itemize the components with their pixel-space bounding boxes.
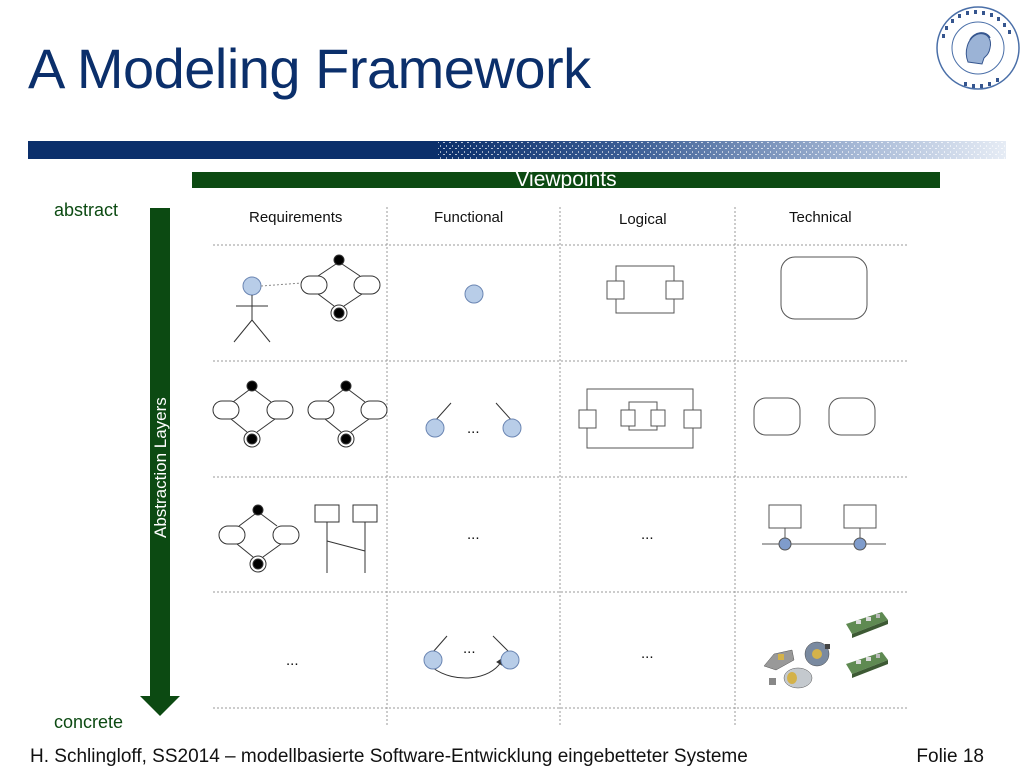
slide-number: Folie 18 [916,746,984,767]
column-header-logical: Logical [619,211,667,228]
ellipsis-functional-row3: ... [467,526,480,543]
concrete-label: concrete [54,712,124,732]
abstraction-arrow [140,208,180,716]
logical-composite [578,388,702,449]
ellipsis-functional-row2: ... [467,420,480,437]
ellipsis-requirements-row4: ... [286,652,299,669]
viewpoints-label: Viewpoints [515,172,617,188]
functional-node [464,284,484,304]
ellipsis-logical-row3: ... [641,526,654,543]
functional-nodes-row2 [425,402,522,438]
requirements-actor-usecase [233,254,381,343]
column-header-requirements: Requirements [249,209,343,226]
technical-ecu [780,256,868,320]
column-header-technical: Technical [789,209,852,226]
ellipsis-functional-row4: ... [463,640,476,657]
university-seal-logo [936,6,1020,90]
technical-hardware-images [763,612,888,689]
functional-nodes-row4 [423,635,520,679]
title-underline-band [28,141,1006,159]
requirements-state-diagrams [212,380,388,448]
technical-ecus-row2 [753,397,876,436]
slide-title: A Modeling Framework [28,37,591,100]
requirements-sequence [218,504,378,573]
footer-credits: H. Schlingloff, SS2014 – modellbasierte … [30,746,748,767]
technical-bus [762,504,886,551]
abstract-label: abstract [54,200,119,220]
logical-component [606,265,684,314]
column-header-functional: Functional [434,209,504,226]
grid-lines [213,207,908,727]
ellipsis-logical-row4: ... [641,645,654,662]
viewpoints-bar: Viewpoints [192,172,940,188]
